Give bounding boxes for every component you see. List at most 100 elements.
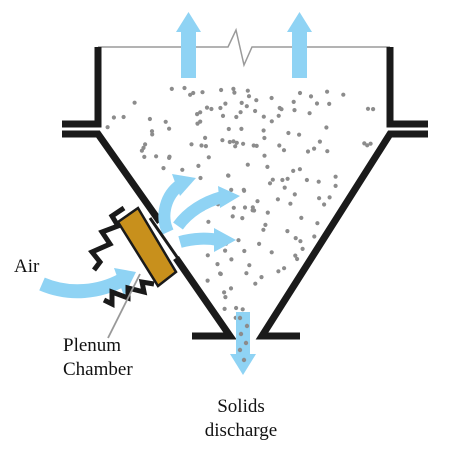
- particle-dot: [333, 183, 338, 188]
- solid-particles: [105, 85, 376, 320]
- particle-dot: [281, 148, 287, 153]
- particle-dot: [297, 132, 302, 137]
- particle-dot: [206, 155, 211, 160]
- swirl-arrow-lower: [178, 228, 236, 252]
- particle-dot: [262, 135, 267, 141]
- particle-dot: [307, 111, 312, 116]
- particle-dot: [180, 167, 185, 172]
- particle-dot: [229, 257, 234, 262]
- particle-dot: [304, 177, 309, 183]
- particle-dot: [245, 162, 250, 167]
- particle-dot: [245, 88, 250, 93]
- particle-dot: [234, 305, 239, 311]
- particle-dot: [269, 95, 274, 101]
- particle-dot: [261, 128, 266, 133]
- particle-dot: [277, 143, 282, 148]
- particle-dot: [242, 205, 248, 210]
- particle-dot: [231, 139, 236, 144]
- vessel-wall-left: [62, 47, 237, 340]
- particle-dot: [203, 144, 208, 149]
- particle-dot: [240, 307, 245, 312]
- particle-dot: [341, 92, 346, 97]
- particle-dot: [325, 149, 330, 154]
- plenum-label-line2: Chamber: [63, 359, 133, 380]
- plenum-label-line1: Plenum: [63, 335, 122, 356]
- particle-dot: [220, 138, 225, 143]
- particle-dot: [247, 263, 252, 268]
- solids-discharge-arrow: [230, 312, 256, 375]
- particle-dot: [233, 144, 238, 149]
- particle-dot: [312, 234, 317, 239]
- particle-dot: [293, 236, 298, 241]
- particle-dot: [240, 216, 245, 221]
- particle-dot: [167, 126, 172, 131]
- particle-dot: [269, 250, 274, 255]
- particle-dot: [291, 99, 296, 104]
- particle-dot: [149, 129, 155, 134]
- particle-dot: [234, 114, 239, 120]
- particle-dot: [250, 205, 255, 210]
- particle-dot: [142, 154, 147, 159]
- particle-dot: [286, 130, 291, 136]
- particle-dot: [297, 90, 303, 96]
- particle-dot: [293, 253, 298, 258]
- particle-dot: [132, 100, 137, 105]
- particle-dot: [255, 199, 260, 204]
- particle-dot: [305, 149, 311, 154]
- particle-dot: [147, 116, 152, 122]
- particle-dot: [314, 101, 320, 106]
- particle-dot: [317, 139, 322, 144]
- plenum-chamber-label: Plenum Chamber: [63, 334, 133, 382]
- particle-dot: [324, 125, 329, 130]
- particle-dot: [228, 286, 234, 291]
- particle-dot: [169, 86, 174, 91]
- particle-dot: [312, 146, 317, 151]
- particle-dot: [253, 108, 258, 114]
- particle-dot: [316, 179, 321, 184]
- air-label: Air: [14, 256, 40, 277]
- solids-label-line1: Solids: [217, 396, 265, 417]
- particle-dot: [262, 153, 267, 158]
- particle-dot: [241, 141, 246, 146]
- particle-dot: [267, 181, 273, 186]
- particle-dot: [236, 238, 241, 243]
- particle-dot: [259, 275, 264, 280]
- vessel-wall-right: [255, 47, 428, 340]
- particle-dot: [252, 208, 257, 213]
- particle-dot: [371, 107, 376, 112]
- particle-dot: [223, 101, 228, 106]
- air-inlet-arrow: [39, 268, 136, 299]
- particle-dot: [105, 125, 110, 130]
- particle-dot: [222, 290, 227, 295]
- particle-dot: [288, 201, 293, 206]
- particle-dot: [269, 119, 274, 124]
- particle-dot: [299, 215, 304, 220]
- particle-dot: [141, 145, 146, 150]
- particle-dot: [218, 105, 223, 111]
- particle-dot: [227, 139, 232, 145]
- particle-dot: [219, 87, 224, 93]
- particle-dot: [150, 132, 155, 137]
- particle-dot: [206, 219, 211, 224]
- particle-dot: [204, 105, 210, 110]
- particle-dot: [188, 92, 193, 97]
- particle-dot: [254, 98, 259, 103]
- particle-dot: [325, 89, 330, 94]
- exhaust-arrow-right: [287, 12, 312, 78]
- particle-dot: [223, 248, 228, 253]
- particle-dot: [198, 119, 203, 124]
- particle-dot: [163, 119, 168, 124]
- particle-dot: [368, 141, 373, 146]
- particle-dot: [203, 135, 208, 140]
- particle-dot: [257, 241, 262, 246]
- particle-dot: [154, 154, 159, 159]
- particle-dot: [295, 256, 300, 262]
- particle-dot: [200, 90, 205, 95]
- particle-dot: [167, 155, 172, 160]
- exhaust-arrow-left: [176, 12, 201, 78]
- particle-dot: [244, 104, 249, 109]
- particle-dot: [223, 295, 228, 300]
- particle-dot: [261, 114, 266, 119]
- particle-dot: [270, 177, 275, 182]
